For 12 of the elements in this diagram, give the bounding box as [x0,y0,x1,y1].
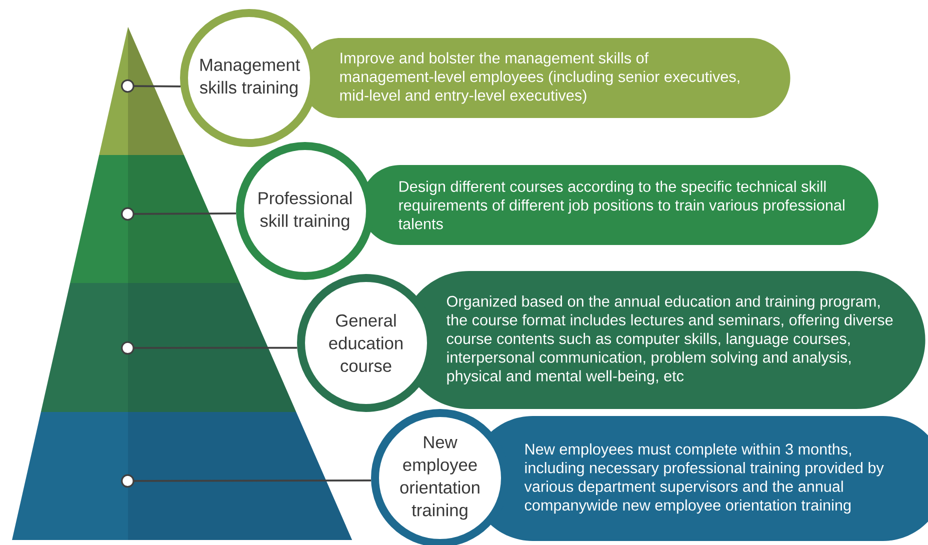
pyramid-layer [99,27,184,155]
leader-line [121,341,298,355]
pyramid-layer [40,283,296,412]
leader-line [121,79,181,93]
node-label: Design different courses according to the specific technical skill requirements of different job positions to train various professional talents [398,180,844,230]
description-pill: Improve and bolster the management skills of management-level employees (including senior executives, mid-level and entry-level executives) [300,38,790,118]
pyramid-layer [12,412,352,540]
leader-line [121,207,236,221]
pyramid-layer [70,155,240,283]
leader-line [121,474,372,488]
description-pill: Design different courses according to the specific technical skill requirements of different job positions to train various professional talents [360,165,878,245]
node-label: Improve and bolster the management skills of management-level employees (including senior executives, mid-level and entry-level executives) [340,52,740,104]
